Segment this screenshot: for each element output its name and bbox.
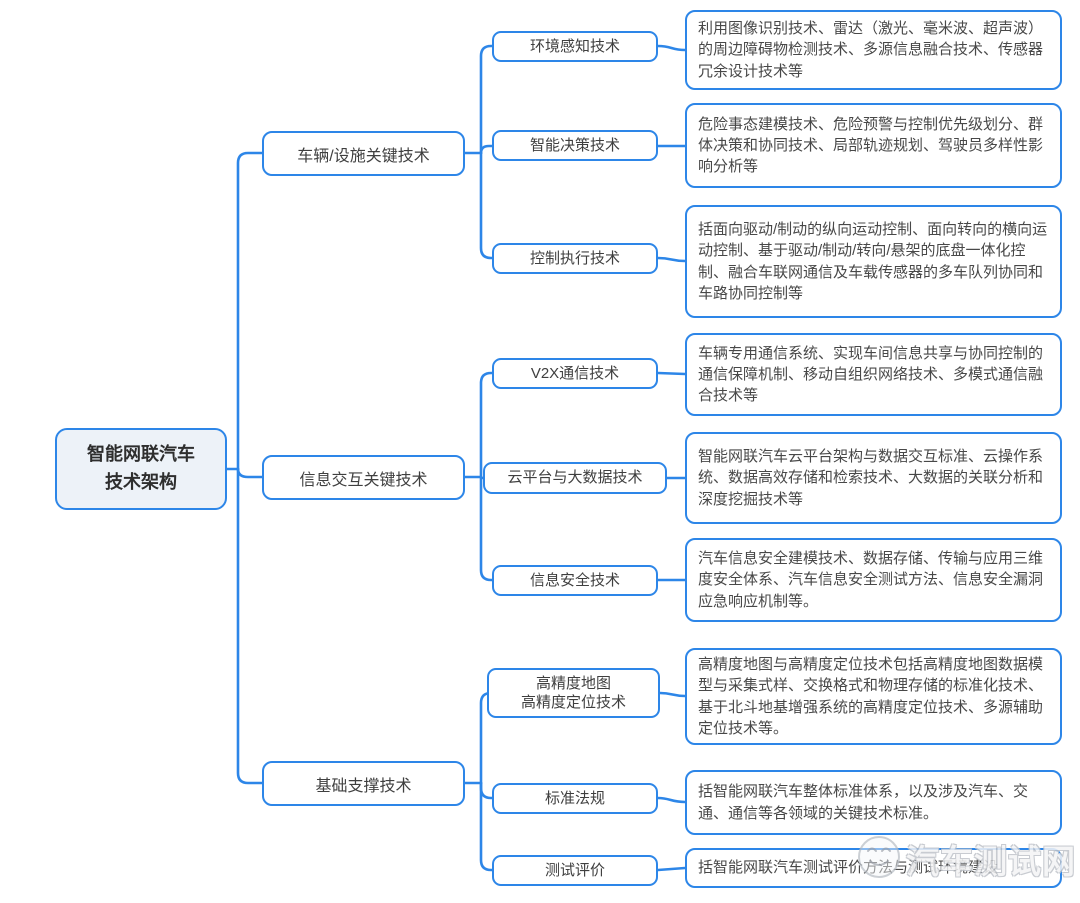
desc-box-cloud-bigdata[interactable]: 智能网联汽车云平台架构与数据交互标准、云操作系统、数据高效存储和检索技术、大数据… <box>685 432 1062 524</box>
branch-node-info-interaction[interactable]: 信息交互关键技术 <box>262 455 465 500</box>
desc-box-info-security[interactable]: 汽车信息安全建模技术、数据存储、传输与应用三维度安全体系、汽车信息安全测试方法、… <box>685 538 1062 622</box>
sub-node-control-execution[interactable]: 控制执行技术 <box>492 243 658 274</box>
sub-node-hd-map-positioning[interactable]: 高精度地图 高精度定位技术 <box>487 668 660 718</box>
desc-box-env-perception[interactable]: 利用图像识别技术、雷达（激光、毫米波、超声波）的周边障碍物检测技术、多源信息融合… <box>685 10 1062 90</box>
sub-node-cloud-bigdata[interactable]: 云平台与大数据技术 <box>483 462 667 494</box>
sub-node-env-perception[interactable]: 环境感知技术 <box>492 31 658 62</box>
sub-node-v2x-comm[interactable]: V2X通信技术 <box>492 358 658 389</box>
branch-node-basic-support[interactable]: 基础支撑技术 <box>262 761 465 806</box>
sub-node-standards-regulations[interactable]: 标准法规 <box>492 783 658 814</box>
branch-node-vehicle-tech[interactable]: 车辆/设施关键技术 <box>262 131 465 176</box>
desc-box-v2x-comm[interactable]: 车辆专用通信系统、实现车间信息共享与协同控制的通信保障机制、移动自组织网络技术、… <box>685 333 1062 416</box>
desc-box-control-execution[interactable]: 括面向驱动/制动的纵向运动控制、面向转向的横向运动控制、基于驱动/制动/转向/悬… <box>685 205 1062 318</box>
desc-box-test-evaluation[interactable]: 括智能网联汽车测试评价方法与测试环境建设 <box>685 848 1062 888</box>
sub-node-test-evaluation[interactable]: 测试评价 <box>492 855 658 886</box>
desc-box-smart-decision[interactable]: 危险事态建模技术、危险预警与控制优先级划分、群体决策和协同技术、局部轨迹规划、驾… <box>685 103 1062 188</box>
sub-node-smart-decision[interactable]: 智能决策技术 <box>492 130 658 161</box>
sub-node-info-security[interactable]: 信息安全技术 <box>492 565 658 596</box>
root-node[interactable]: 智能网联汽车 技术架构 <box>55 428 227 510</box>
desc-box-hd-map-positioning[interactable]: 高精度地图与高精度定位技术包括高精度地图数据模型与采集式样、交换格式和物理存储的… <box>685 648 1062 745</box>
desc-box-standards-regulations[interactable]: 括智能网联汽车整体标准体系，以及涉及汽车、交通、通信等各领域的关键技术标准。 <box>685 770 1062 835</box>
